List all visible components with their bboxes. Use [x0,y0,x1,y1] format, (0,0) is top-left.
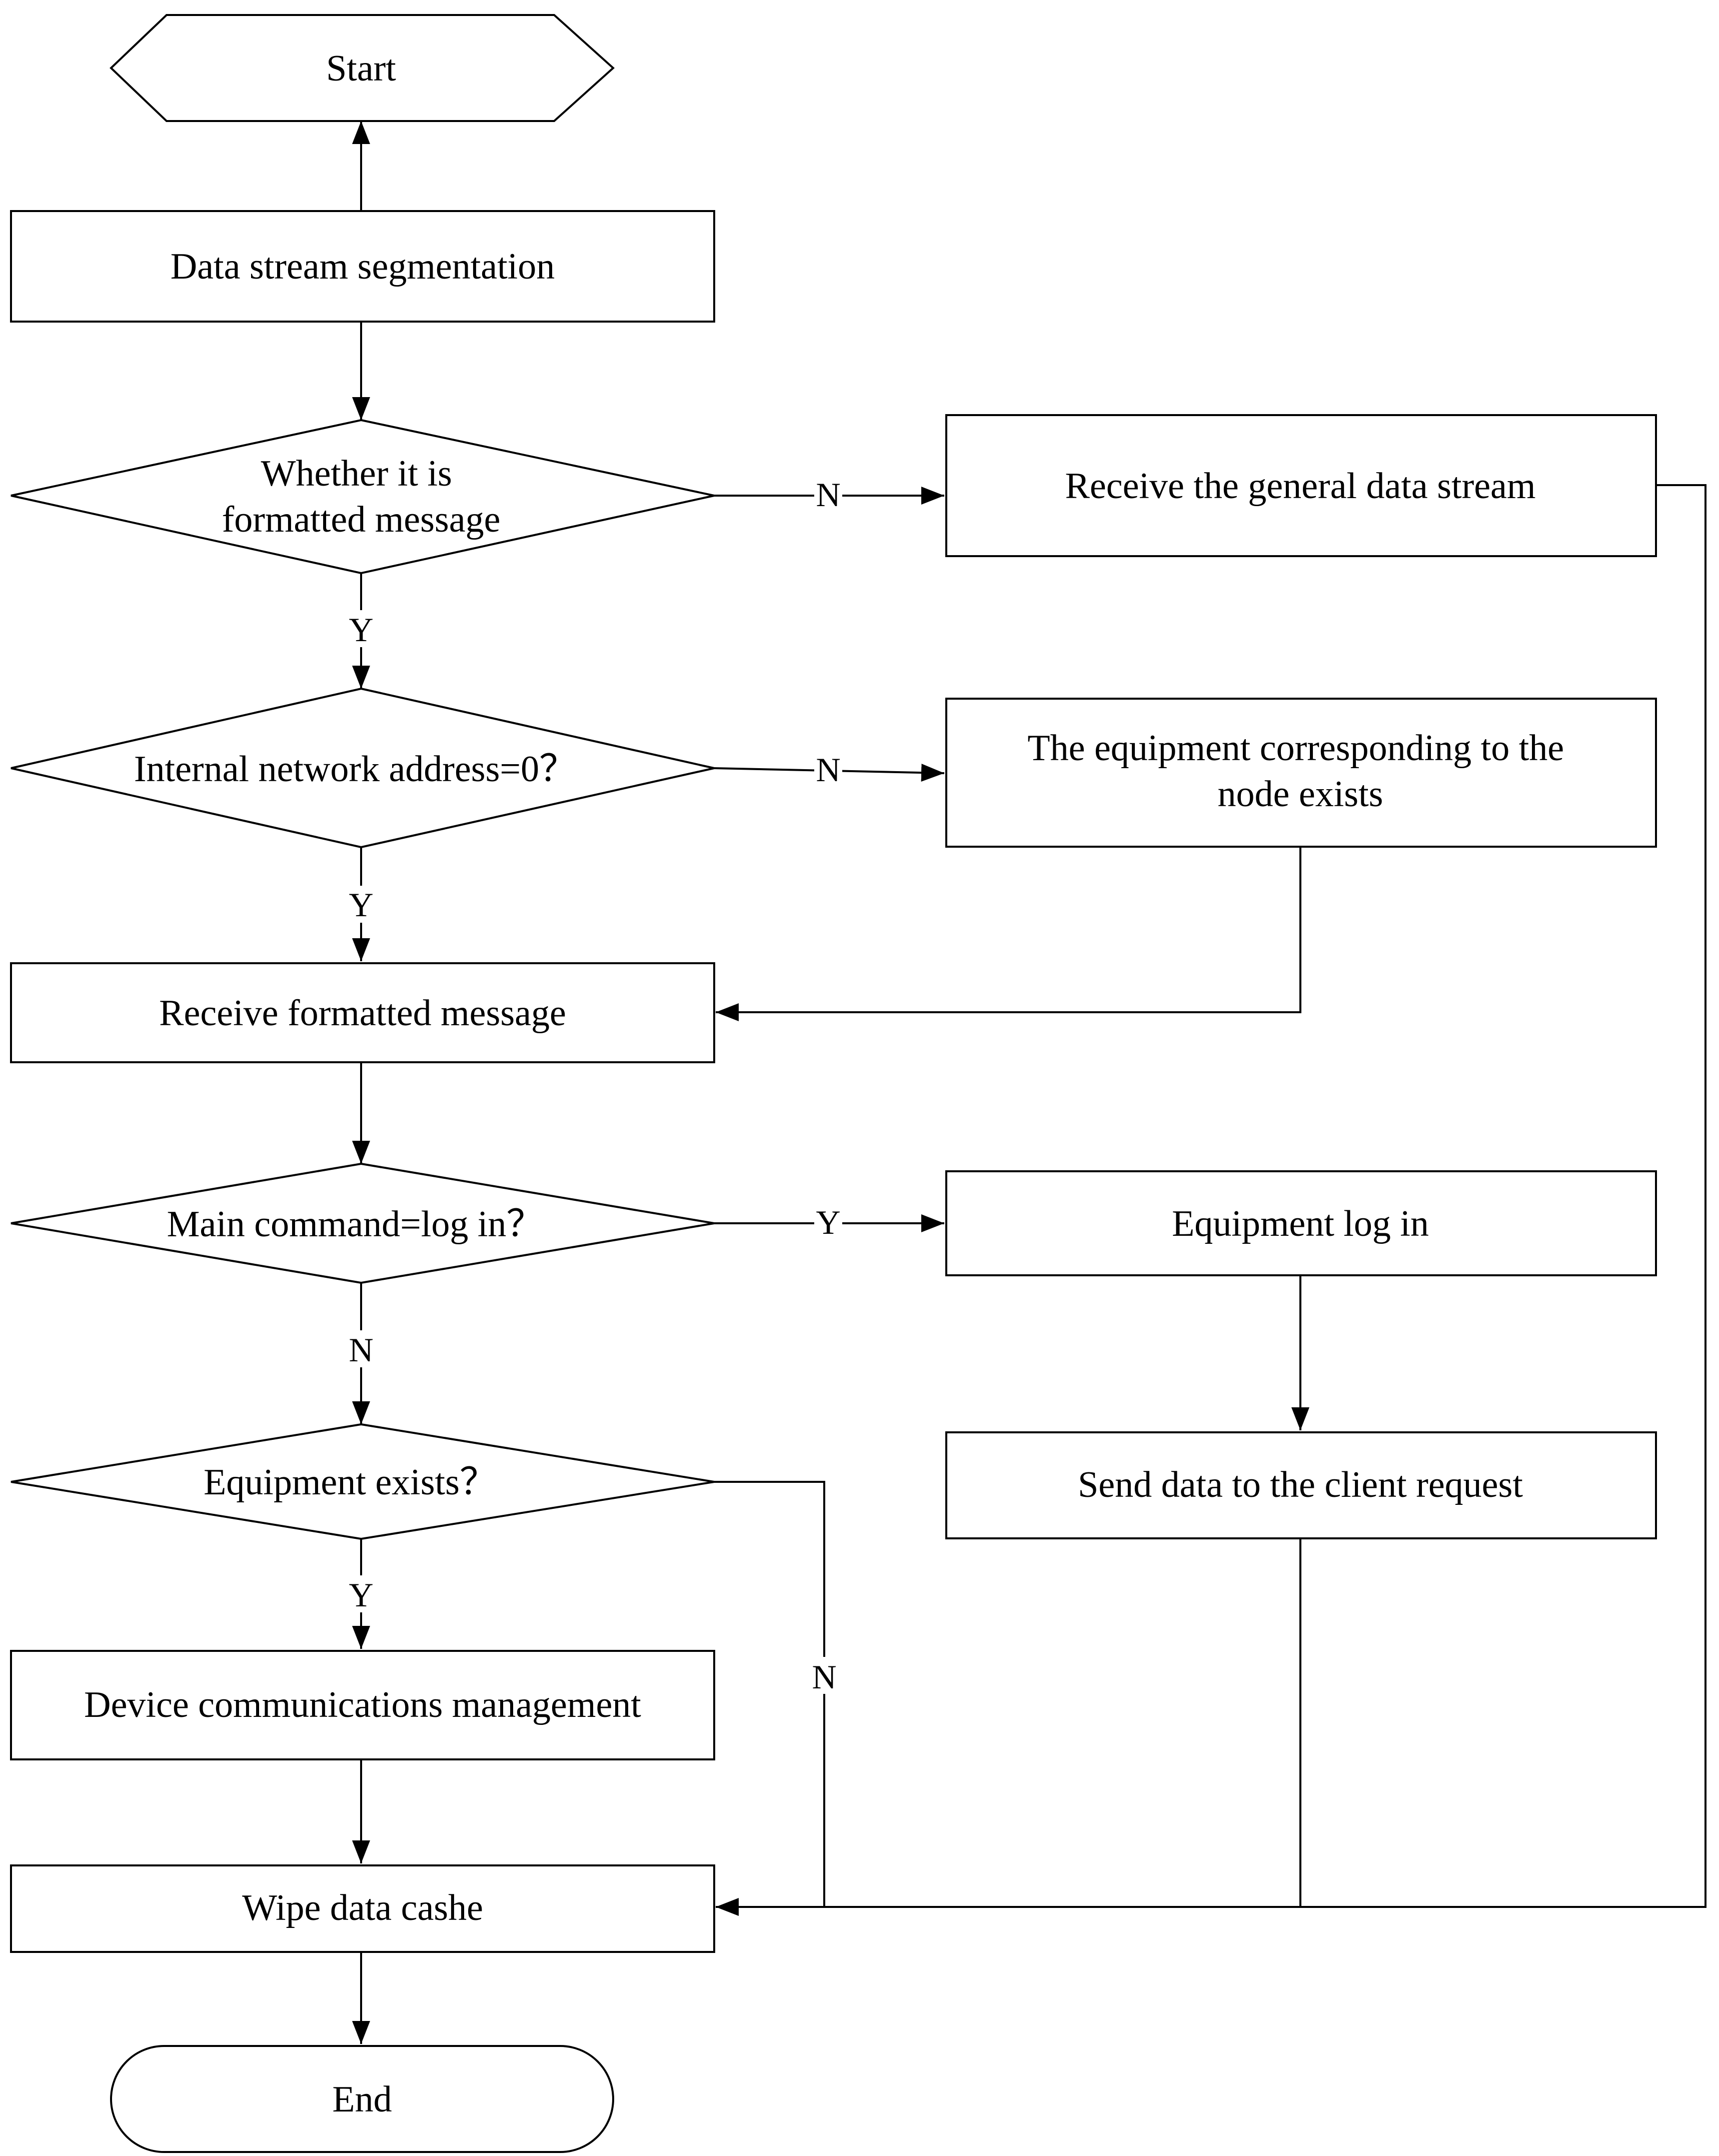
label-main-command-yes: Y [816,1203,840,1241]
label-internal-yes: Y [349,886,373,924]
start-label: Start [326,48,396,89]
label-main-command-no: N [349,1331,373,1369]
main-command-label: Main command=log in？ [167,1204,544,1245]
node-receive-general-data-stream: Receive the general data stream [945,414,1657,557]
label-equipment-exists-yes: Y [349,1576,373,1614]
node-send-data-client: Send data to the client request [945,1431,1657,1539]
internal-decision-label: Internal network address=0？ [134,749,576,790]
label-formatted-yes: Y [349,611,373,649]
formatted-decision-diamond [11,419,715,575]
edge-general-stream-return [716,484,1706,1916]
node-equipment-log-in: Equipment log in [945,1170,1657,1276]
equipment-exists-label: Equipment exists？ [204,1462,497,1503]
label-formatted-no: N [816,476,840,514]
label-internal-no: N [816,751,840,789]
edge-labels: N Y N Y Y N Y N [347,476,842,1696]
main-command-diamond [11,1162,715,1284]
node-device-communications-management: Device communications management [10,1650,715,1760]
formatted-decision-label: Whether it is formatted message [222,453,501,540]
end-label: End [332,2079,392,2120]
end-terminator-shape [110,2045,614,2153]
start-terminator-shape [110,14,615,122]
wipe-box [10,1864,715,1953]
node-equipment-node-exists: The equipment corresponding to the node … [945,698,1657,848]
device-comm-box [10,1650,715,1760]
node-internal-address-decision: Internal network address=0？ [11,687,715,849]
node-main-command-decision: Main command=log in？ [11,1162,715,1284]
node-data-stream-segmentation: Data stream segmentation [10,210,715,323]
edge-equipment-node-to-receive-formatted [716,847,1301,1021]
equipment-node-box [945,698,1657,848]
node-equipment-exists-decision: Equipment exists？ [11,1423,715,1540]
send-data-label: Send data to the client request [1078,1464,1523,1505]
node-end: End [110,2045,614,2153]
receive-general-label: Receive the general data stream [1065,466,1536,507]
equipment-login-box [945,1170,1657,1276]
edge-equipment-exists-no [714,1481,825,1907]
segmentation-box [10,210,715,323]
label-equipment-exists-no: N [812,1658,836,1696]
connectors [352,121,1706,2044]
equipment-login-label: Equipment log in [1172,1203,1429,1244]
equipment-node-label: The equipment corresponding to the node … [1027,728,1573,815]
send-data-box [945,1431,1657,1539]
internal-decision-diamond [11,687,715,849]
wipe-label: Wipe data cashe [242,1887,483,1928]
node-formatted-message-decision: Whether it is formatted message [11,419,715,575]
equipment-exists-diamond [11,1423,715,1540]
segmentation-label: Data stream segmentation [171,246,555,287]
receive-general-box [945,414,1657,557]
node-start: Start [110,14,615,122]
receive-formatted-label: Receive formatted message [159,993,566,1034]
device-comm-label: Device communications management [84,1684,641,1725]
node-receive-formatted-message: Receive formatted message [10,962,715,1063]
receive-formatted-box [10,962,715,1063]
node-wipe-data-cache: Wipe data cashe [10,1864,715,1953]
